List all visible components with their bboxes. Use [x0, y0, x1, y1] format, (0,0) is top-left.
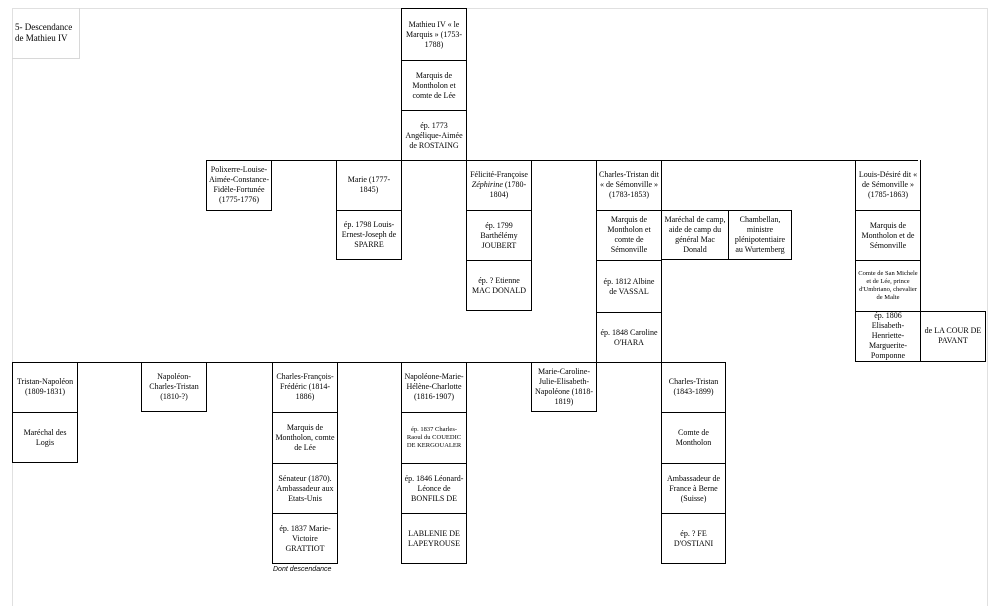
felicite-spouse-2: ép. ? Etienne MAC DONALD — [466, 260, 532, 311]
charles-tristan-roles-line — [596, 210, 792, 211]
charles-ff-title: Marquis de Montholon, comte de Lée — [272, 412, 338, 463]
napoleon-charles-tristan: Napoléon-Charles-Tristan (1810-?) — [141, 362, 207, 412]
charles-ff-note: Dont descendance — [273, 566, 332, 573]
polixerre-name: Polixerre-Louise-Aimée-Constance-Fidèle-… — [206, 160, 272, 211]
louis-desire-title: Marquis de Montholon et de Sémonville — [855, 210, 921, 260]
charles-tristan-spouse-1: ép. 1812 Albine de VASSAL — [596, 260, 662, 312]
charles-ff-name: Charles-François-Frédéric (1814-1886) — [272, 362, 338, 412]
marie-name: Marie (1777-1845) — [336, 160, 402, 210]
marie-caroline: Marie-Caroline-Julie-Elisabeth-Napoléone… — [531, 362, 597, 412]
napoleone-spouse-1: ép. 1837 Charles-Raoul du COUEDIC DE KER… — [401, 412, 467, 463]
tristan-napoleon-title: Maréchal des Logis — [12, 412, 78, 463]
charles-tristan-role-2: Chambellan, ministre plénipotentiaire au… — [729, 210, 792, 260]
charles-ff-role: Sénateur (1870). Ambassadeur aux Etats-U… — [272, 463, 338, 513]
tristan-napoleon-name: Tristan-Napoléon (1809-1831) — [12, 362, 78, 412]
felicite-spouse-1: ép. 1799 Barthélémy JOUBERT — [466, 210, 532, 260]
louis-desire-spouse-family: de LA COUR DE PAVANT — [921, 311, 986, 362]
mathieu-iv-title: Marquis de Montholon et comte de Lée — [401, 60, 467, 110]
felicite-name: Félicité-Françoise Zéphirine (1780-1804) — [466, 160, 532, 210]
charles-t-role: Ambassadeur de France à Berne (Suisse) — [661, 463, 726, 513]
page-title: 5- Descendance de Mathieu IV — [12, 8, 80, 59]
mathieu-iv-spouse: ép. 1773 Angélique-Aimée de ROSTAING — [401, 110, 467, 160]
gen2-connector — [206, 160, 918, 161]
charles-t-name: Charles-Tristan (1843-1899) — [661, 362, 726, 412]
charles-ff-spouse: ép. 1837 Marie-Victoire GRATTIOT — [272, 513, 338, 564]
napoleone-spouse-2-family: LABLENIE DE LAPEYROUSE — [401, 513, 467, 564]
marie-spouse: ép. 1798 Louis-Ernest-Joseph de SPARRE — [336, 210, 402, 260]
charles-tristan-role-1: Maréchal de camp, aide de camp du généra… — [662, 210, 729, 260]
louis-desire-title-2: Comte de San Michele et de Lée, prince d… — [855, 260, 921, 311]
napoleone-name: Napoléone-Marie-Hélène-Charlotte (1816-1… — [401, 362, 467, 412]
louis-desire-name: Louis-Désiré dit « de Sémonville » (1785… — [855, 160, 921, 210]
charles-tristan-name: Charles-Tristan dit « de Sémonville » (1… — [596, 160, 662, 210]
charles-t-title: Comte de Montholon — [661, 412, 726, 463]
louis-desire-spouse: ép. 1806 Elisabeth-Henriette-Marguerite-… — [855, 311, 921, 362]
gen3-connector — [12, 362, 726, 363]
charles-tristan-title: Marquis de Montholon et comte de Sémonvi… — [596, 210, 662, 260]
diagram-frame — [12, 8, 988, 606]
napoleone-spouse-2: ép. 1846 Léonard-Léonce de BONFILS DE — [401, 463, 467, 513]
charles-tristan-spouse-2: ép. 1848 Caroline O'HARA — [596, 312, 662, 362]
charles-t-spouse: ép. ? FE D'OSTIANI — [661, 513, 726, 564]
mathieu-iv-name: Mathieu IV « le Marquis » (1753-1788) — [401, 8, 467, 60]
